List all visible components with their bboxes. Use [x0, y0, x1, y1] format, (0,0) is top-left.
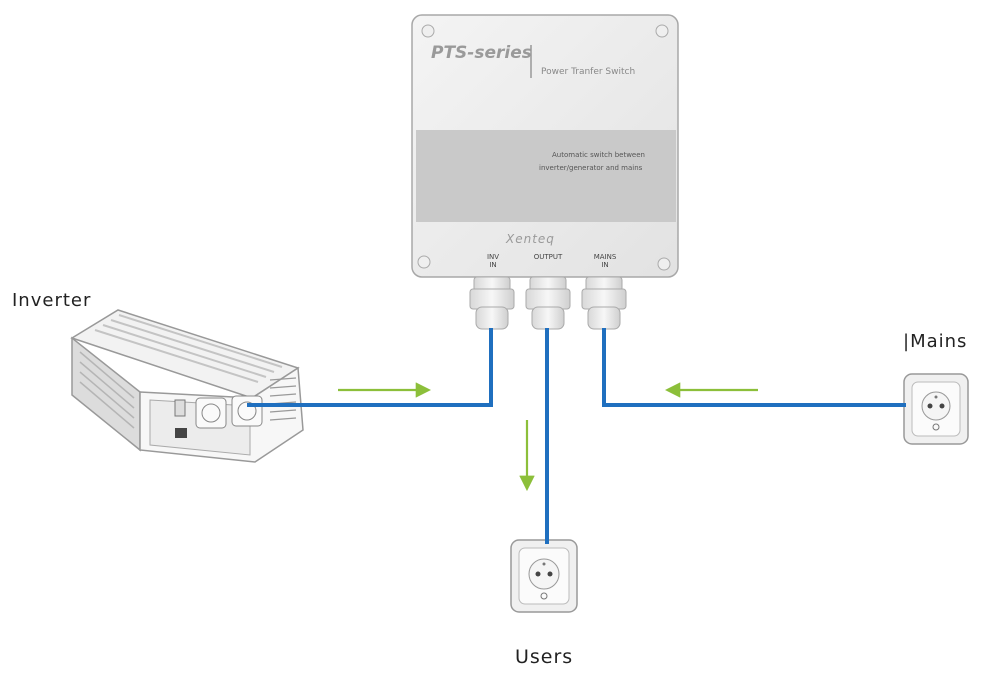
port-label-line: IN: [601, 261, 609, 269]
screw-icon: [657, 257, 671, 271]
users-label: Users: [515, 646, 574, 668]
switch-product-name: Power Tranfer Switch: [541, 67, 636, 77]
screw-icon: [417, 255, 431, 269]
cable-mains-to-mains-in: [602, 328, 906, 407]
gland-inv-in: [469, 276, 515, 330]
inverter-label: Inverter: [12, 290, 92, 311]
gland-output: [525, 276, 571, 330]
port-label-line: IN: [489, 261, 497, 269]
mains-label: |Mains: [903, 331, 968, 352]
cable-inverter-to-inv-in: [247, 328, 493, 407]
port-label-mains-in: MAINS IN: [587, 253, 623, 269]
mains-socket-icon: [903, 373, 969, 445]
switch-panel-text-1: Automatic switch between: [552, 151, 645, 159]
power-inverter-icon: [70, 309, 304, 463]
cable-glands: [469, 276, 627, 330]
switch-series-title: PTS-series: [431, 43, 532, 63]
gland-mains-in: [581, 276, 627, 330]
port-label-output: OUTPUT: [526, 253, 570, 261]
screw-icon: [421, 24, 435, 38]
switch-panel-text-2: inverter/generator and mains: [539, 164, 643, 172]
transfer-switch-box: [411, 14, 679, 278]
port-label-line: MAINS: [593, 253, 617, 261]
users-socket-icon: [510, 539, 578, 613]
brand-logo: Xenteq: [506, 232, 555, 246]
screw-icon: [655, 24, 669, 38]
info-panel: [416, 130, 676, 222]
port-label-inv-in: INV IN: [478, 253, 508, 269]
port-label-line: INV: [486, 253, 500, 261]
port-label-line: OUTPUT: [533, 253, 563, 261]
